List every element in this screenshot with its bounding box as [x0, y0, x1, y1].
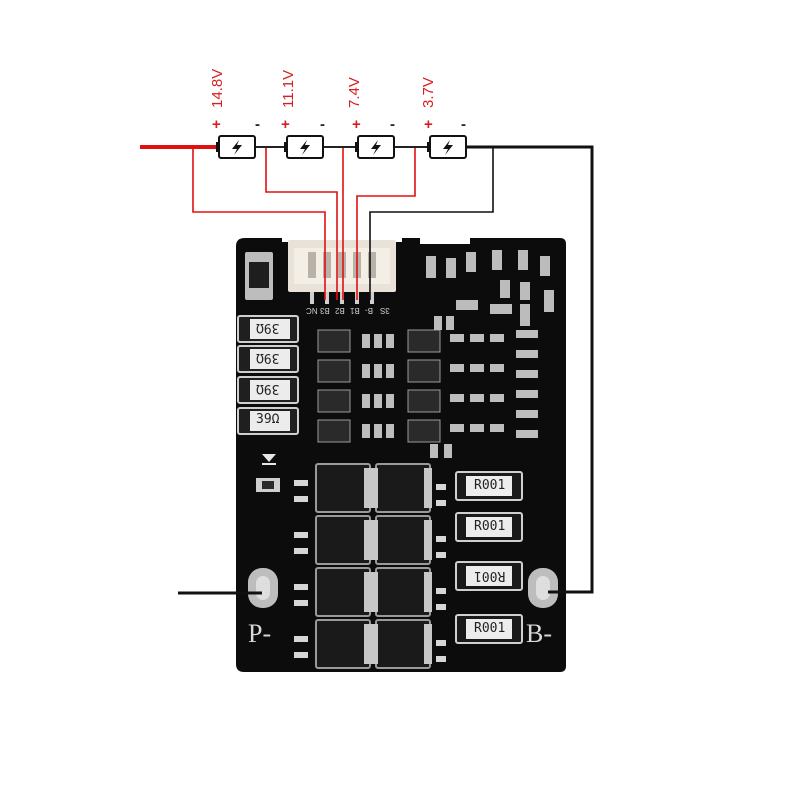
cell-3-voltage: 7.4V [346, 77, 363, 108]
shunt-resistor-bodies [466, 476, 512, 639]
ic-array [317, 316, 538, 458]
balance-resistor-label: 39Ω [256, 381, 280, 396]
balance-resistor-label: 39Ω [256, 320, 280, 335]
balance-wires [192, 147, 494, 300]
pin-label-b2: B2 [335, 306, 345, 315]
balance-resistor-label: 39Ω [256, 350, 280, 365]
pin-label-nc: NC [306, 306, 318, 315]
b-minus-label: B- [526, 619, 552, 648]
cell-batteries [216, 135, 467, 159]
cell-2-plus: + [281, 116, 290, 133]
top-left-component [245, 252, 273, 300]
lightning-bolt-icon [371, 140, 381, 155]
shunt-resistor-label: R001 [474, 568, 506, 583]
cell-4-voltage: 3.7V [420, 77, 437, 108]
lightning-bolt-icon [232, 140, 242, 155]
cell-2-minus: - [320, 116, 325, 133]
shunt-resistor-label: R001 [474, 478, 506, 493]
balance-resistor-label: 39Ω [256, 412, 280, 427]
b-minus-wire [466, 145, 594, 594]
cell-4-minus: - [461, 116, 466, 133]
lightning-bolt-icons [232, 140, 453, 155]
shunt-resistor-label: R001 [474, 519, 506, 534]
small-smd-components [426, 250, 554, 326]
pin-label-b1: B1 [350, 306, 360, 315]
cell-1-minus: - [255, 116, 260, 133]
cell-1-voltage: 14.8V [209, 68, 226, 108]
pin-label-b3: B3 [320, 306, 330, 315]
lightning-bolt-icon [300, 140, 310, 155]
pin-label-3s: 3S [380, 306, 390, 315]
solder-pads [248, 568, 558, 608]
p-minus-label: P- [248, 619, 272, 648]
cell-3-minus: - [390, 116, 395, 133]
balance-resistor-bodies [250, 319, 290, 431]
main-wires [140, 145, 594, 595]
lightning-bolt-icon [443, 140, 453, 155]
shunt-resistor-label: R001 [474, 621, 506, 636]
cell-3-plus: + [352, 116, 361, 133]
cell-4-plus: + [424, 116, 433, 133]
indicator-led [256, 454, 280, 492]
cell-2-voltage: 11.1V [280, 69, 297, 108]
cell-1-plus: + [212, 116, 221, 133]
pin-label-b-minus: B- [365, 306, 373, 315]
mosfet-array [294, 463, 446, 669]
